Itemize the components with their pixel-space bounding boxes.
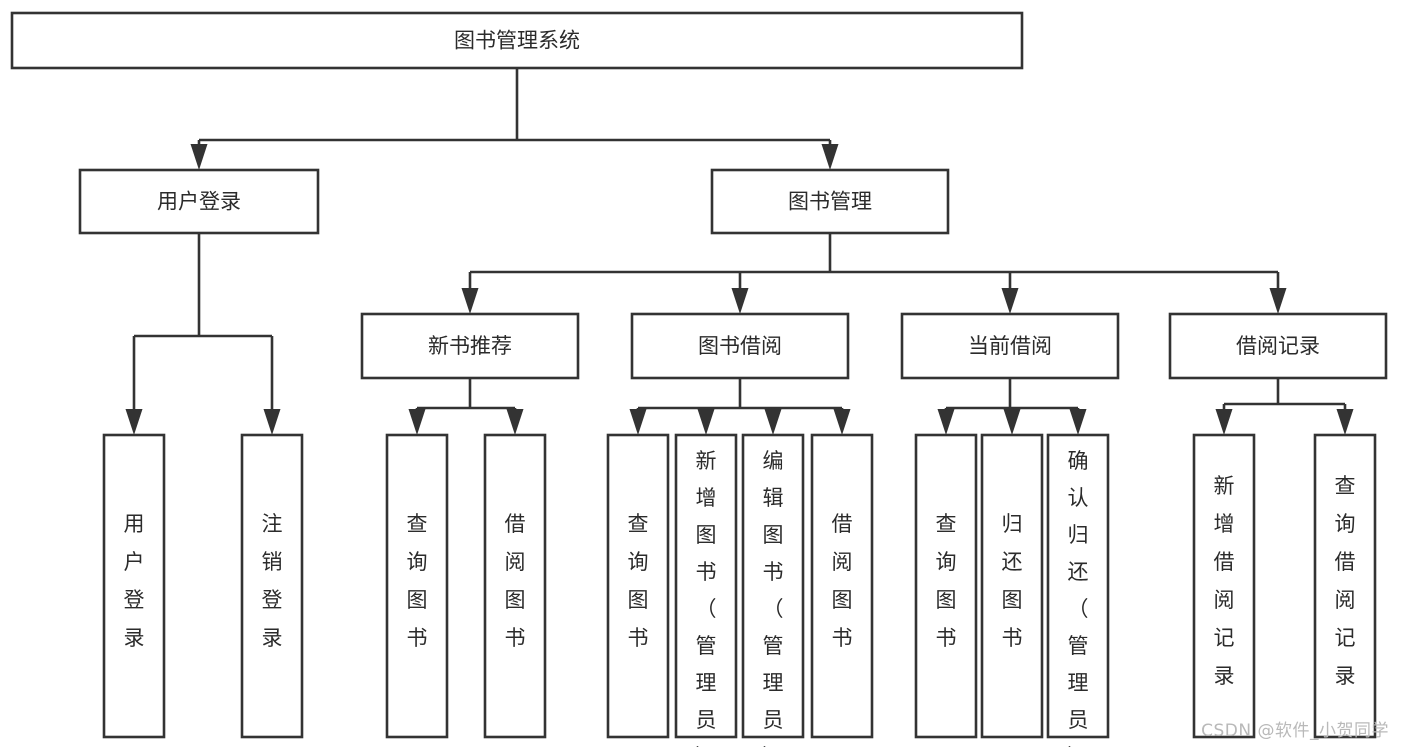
node-label: 查询借阅记录	[1335, 474, 1356, 688]
node-leaf-return-book[interactable]: 归还图书	[980, 433, 1044, 739]
node-label: 用户登录	[124, 512, 145, 650]
arrow-head-icon	[697, 409, 715, 435]
arrow-head-icon	[506, 409, 524, 435]
node-new-book-rec[interactable]: 新书推荐	[360, 312, 580, 380]
node-box[interactable]	[1192, 433, 1256, 739]
node-box[interactable]	[914, 433, 978, 739]
arrow-head-icon	[125, 409, 143, 435]
arrow-head-icon	[1215, 409, 1233, 435]
arrow-head-icon	[461, 288, 479, 314]
node-box[interactable]	[810, 433, 874, 739]
node-label: 借阅记录	[1236, 334, 1320, 358]
node-box[interactable]	[741, 433, 805, 739]
node-label: 查询图书	[628, 512, 649, 650]
edge-group-book_manage	[461, 233, 1287, 314]
node-box[interactable]	[385, 433, 449, 739]
arrow-head-icon	[263, 409, 281, 435]
node-leaf-add-record[interactable]: 新增借阅记录	[1192, 433, 1256, 739]
node-leaf-add-book[interactable]: 新增图书（管理员）	[674, 433, 738, 747]
edge-group-root	[190, 68, 839, 170]
node-label: 新增借阅记录	[1214, 474, 1235, 688]
node-leaf-query-record[interactable]: 查询借阅记录	[1313, 433, 1377, 739]
node-label: 图书管理系统	[454, 29, 580, 53]
node-leaf-user-login[interactable]: 用户登录	[102, 433, 166, 739]
node-box[interactable]	[483, 433, 547, 739]
node-label: 借阅图书	[832, 512, 853, 650]
node-label: 图书管理	[788, 190, 872, 214]
node-box[interactable]	[630, 312, 850, 380]
arrow-head-icon	[1336, 409, 1354, 435]
node-box[interactable]	[78, 168, 320, 235]
node-box[interactable]	[710, 168, 950, 235]
node-label: 图书借阅	[698, 334, 782, 358]
node-book-manage[interactable]: 图书管理	[710, 168, 950, 235]
arrow-head-icon	[629, 409, 647, 435]
node-box[interactable]	[1046, 433, 1110, 739]
node-box[interactable]	[674, 433, 738, 739]
node-label: 查询图书	[936, 512, 957, 650]
node-label: 确认归还（管理员）	[1068, 449, 1089, 747]
node-box[interactable]	[10, 11, 1024, 70]
node-box[interactable]	[1313, 433, 1377, 739]
node-leaf-borrow-book-1[interactable]: 借阅图书	[483, 433, 547, 739]
edge-group-new_book_rec	[408, 378, 524, 435]
node-label: 借阅图书	[505, 512, 526, 650]
node-leaf-confirm-return[interactable]: 确认归还（管理员）	[1046, 433, 1110, 747]
arrow-head-icon	[190, 144, 208, 170]
node-root[interactable]: 图书管理系统	[10, 11, 1024, 70]
arrow-head-icon	[833, 409, 851, 435]
arrow-head-icon	[1001, 288, 1019, 314]
arrow-head-icon	[408, 409, 426, 435]
arrow-head-icon	[1269, 288, 1287, 314]
node-leaf-logout[interactable]: 注销登录	[240, 433, 304, 739]
edge-group-borrow_record	[1215, 378, 1354, 435]
node-box[interactable]	[240, 433, 304, 739]
node-leaf-query-book-3[interactable]: 查询图书	[914, 433, 978, 739]
arrow-head-icon	[764, 409, 782, 435]
node-book-borrow[interactable]: 图书借阅	[630, 312, 850, 380]
node-box[interactable]	[980, 433, 1044, 739]
node-label: 编辑图书（管理员）	[763, 449, 784, 747]
node-box[interactable]	[606, 433, 670, 739]
node-layer: 图书管理系统用户登录图书管理新书推荐图书借阅当前借阅借阅记录用户登录注销登录查询…	[10, 11, 1388, 747]
node-box[interactable]	[360, 312, 580, 380]
node-label: 当前借阅	[968, 334, 1052, 358]
node-label: 查询图书	[407, 512, 428, 650]
arrow-head-icon	[1003, 409, 1021, 435]
node-box[interactable]	[1168, 312, 1388, 380]
node-box[interactable]	[102, 433, 166, 739]
node-current-borrow[interactable]: 当前借阅	[900, 312, 1120, 380]
arrow-head-icon	[937, 409, 955, 435]
node-box[interactable]	[900, 312, 1120, 380]
node-leaf-edit-book[interactable]: 编辑图书（管理员）	[741, 433, 805, 747]
node-leaf-query-book-2[interactable]: 查询图书	[606, 433, 670, 739]
arrow-head-icon	[821, 144, 839, 170]
node-leaf-query-book-1[interactable]: 查询图书	[385, 433, 449, 739]
node-borrow-record[interactable]: 借阅记录	[1168, 312, 1388, 380]
arrow-head-icon	[731, 288, 749, 314]
edge-group-current_borrow	[937, 378, 1087, 435]
node-label: 新书推荐	[428, 334, 512, 358]
node-user-login[interactable]: 用户登录	[78, 168, 320, 235]
node-label: 用户登录	[157, 190, 241, 214]
arrow-head-icon	[1069, 409, 1087, 435]
edge-group-user_login	[125, 233, 281, 435]
node-leaf-borrow-book-2[interactable]: 借阅图书	[810, 433, 874, 739]
edge-layer	[125, 68, 1354, 435]
edge-group-book_borrow	[629, 378, 851, 435]
node-label: 注销登录	[262, 512, 283, 650]
node-label: 归还图书	[1002, 512, 1023, 650]
node-label: 新增图书（管理员）	[696, 449, 717, 747]
